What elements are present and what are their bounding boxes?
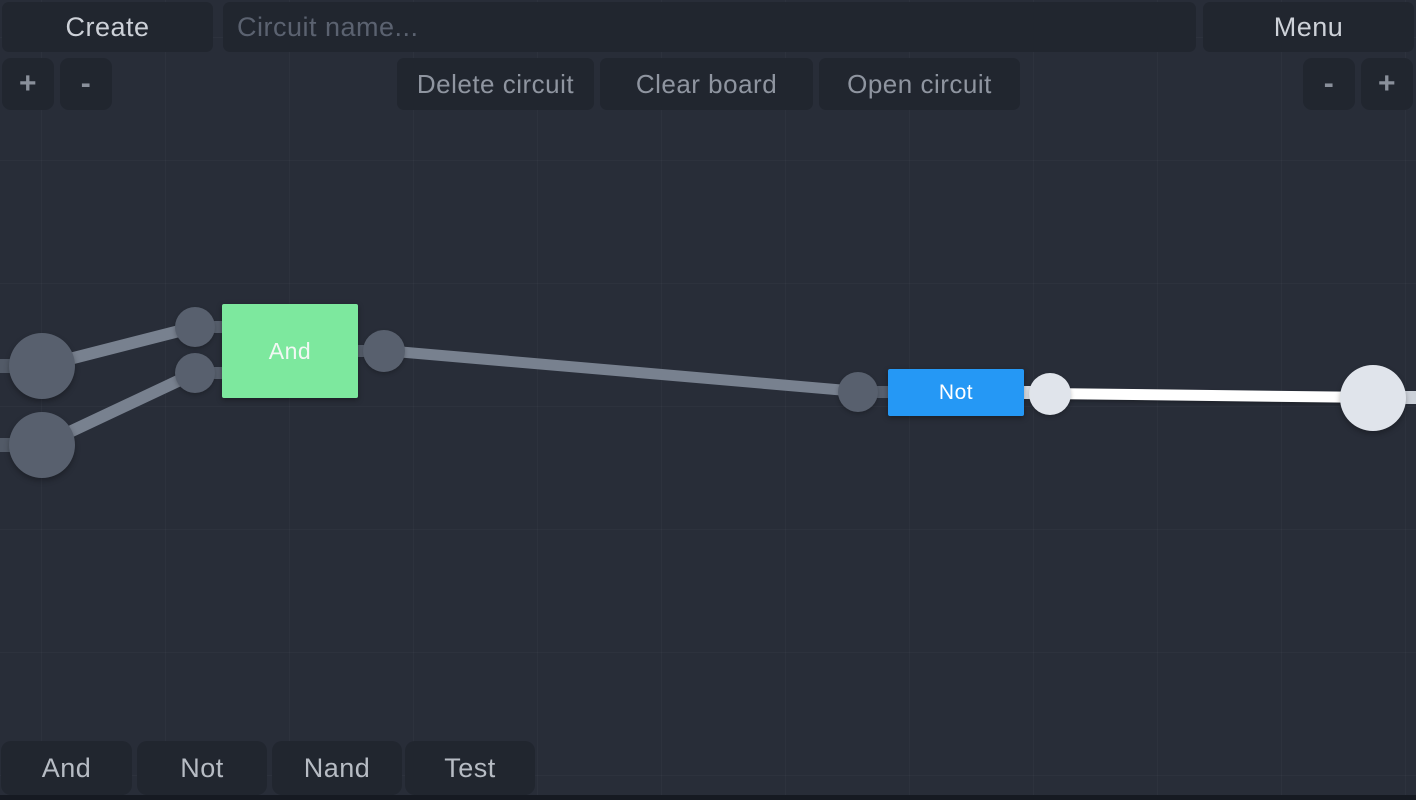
circuit-name-input[interactable]: [223, 2, 1196, 52]
zoom-out-button-left[interactable]: -: [60, 58, 112, 110]
and-gate-label: And: [268, 337, 312, 364]
delete-circuit-button[interactable]: Delete circuit: [397, 58, 594, 110]
create-button[interactable]: Create: [2, 2, 213, 52]
wire-not-to-output: [1049, 388, 1374, 404]
palette-button-nand[interactable]: Nand: [272, 741, 402, 795]
palette-button-test[interactable]: Test: [405, 741, 535, 795]
input-node-2[interactable]: [9, 412, 75, 478]
open-circuit-button[interactable]: Open circuit: [819, 58, 1020, 110]
menu-button[interactable]: Menu: [1203, 2, 1414, 52]
wire-and-to-not: [383, 345, 859, 397]
not-gate-label: Not: [938, 380, 974, 404]
bottom-strip: [0, 795, 1416, 800]
not-gate[interactable]: Not: [888, 369, 1024, 416]
palette-button-not[interactable]: Not: [137, 741, 267, 795]
clear-board-button[interactable]: Clear board: [600, 58, 813, 110]
output-node[interactable]: [1340, 365, 1406, 431]
not-output-pin[interactable]: [1029, 373, 1071, 415]
not-input-pin[interactable]: [838, 372, 878, 412]
zoom-in-button-left[interactable]: +: [2, 58, 54, 110]
and-output-pin[interactable]: [363, 330, 405, 372]
zoom-out-button-right[interactable]: -: [1303, 58, 1355, 110]
and-input-pin-2[interactable]: [175, 353, 215, 393]
palette-button-and[interactable]: And: [1, 741, 132, 795]
and-gate[interactable]: And: [222, 304, 358, 398]
input-node-1[interactable]: [9, 333, 75, 399]
zoom-in-button-right[interactable]: +: [1361, 58, 1413, 110]
and-input-pin-1[interactable]: [175, 307, 215, 347]
